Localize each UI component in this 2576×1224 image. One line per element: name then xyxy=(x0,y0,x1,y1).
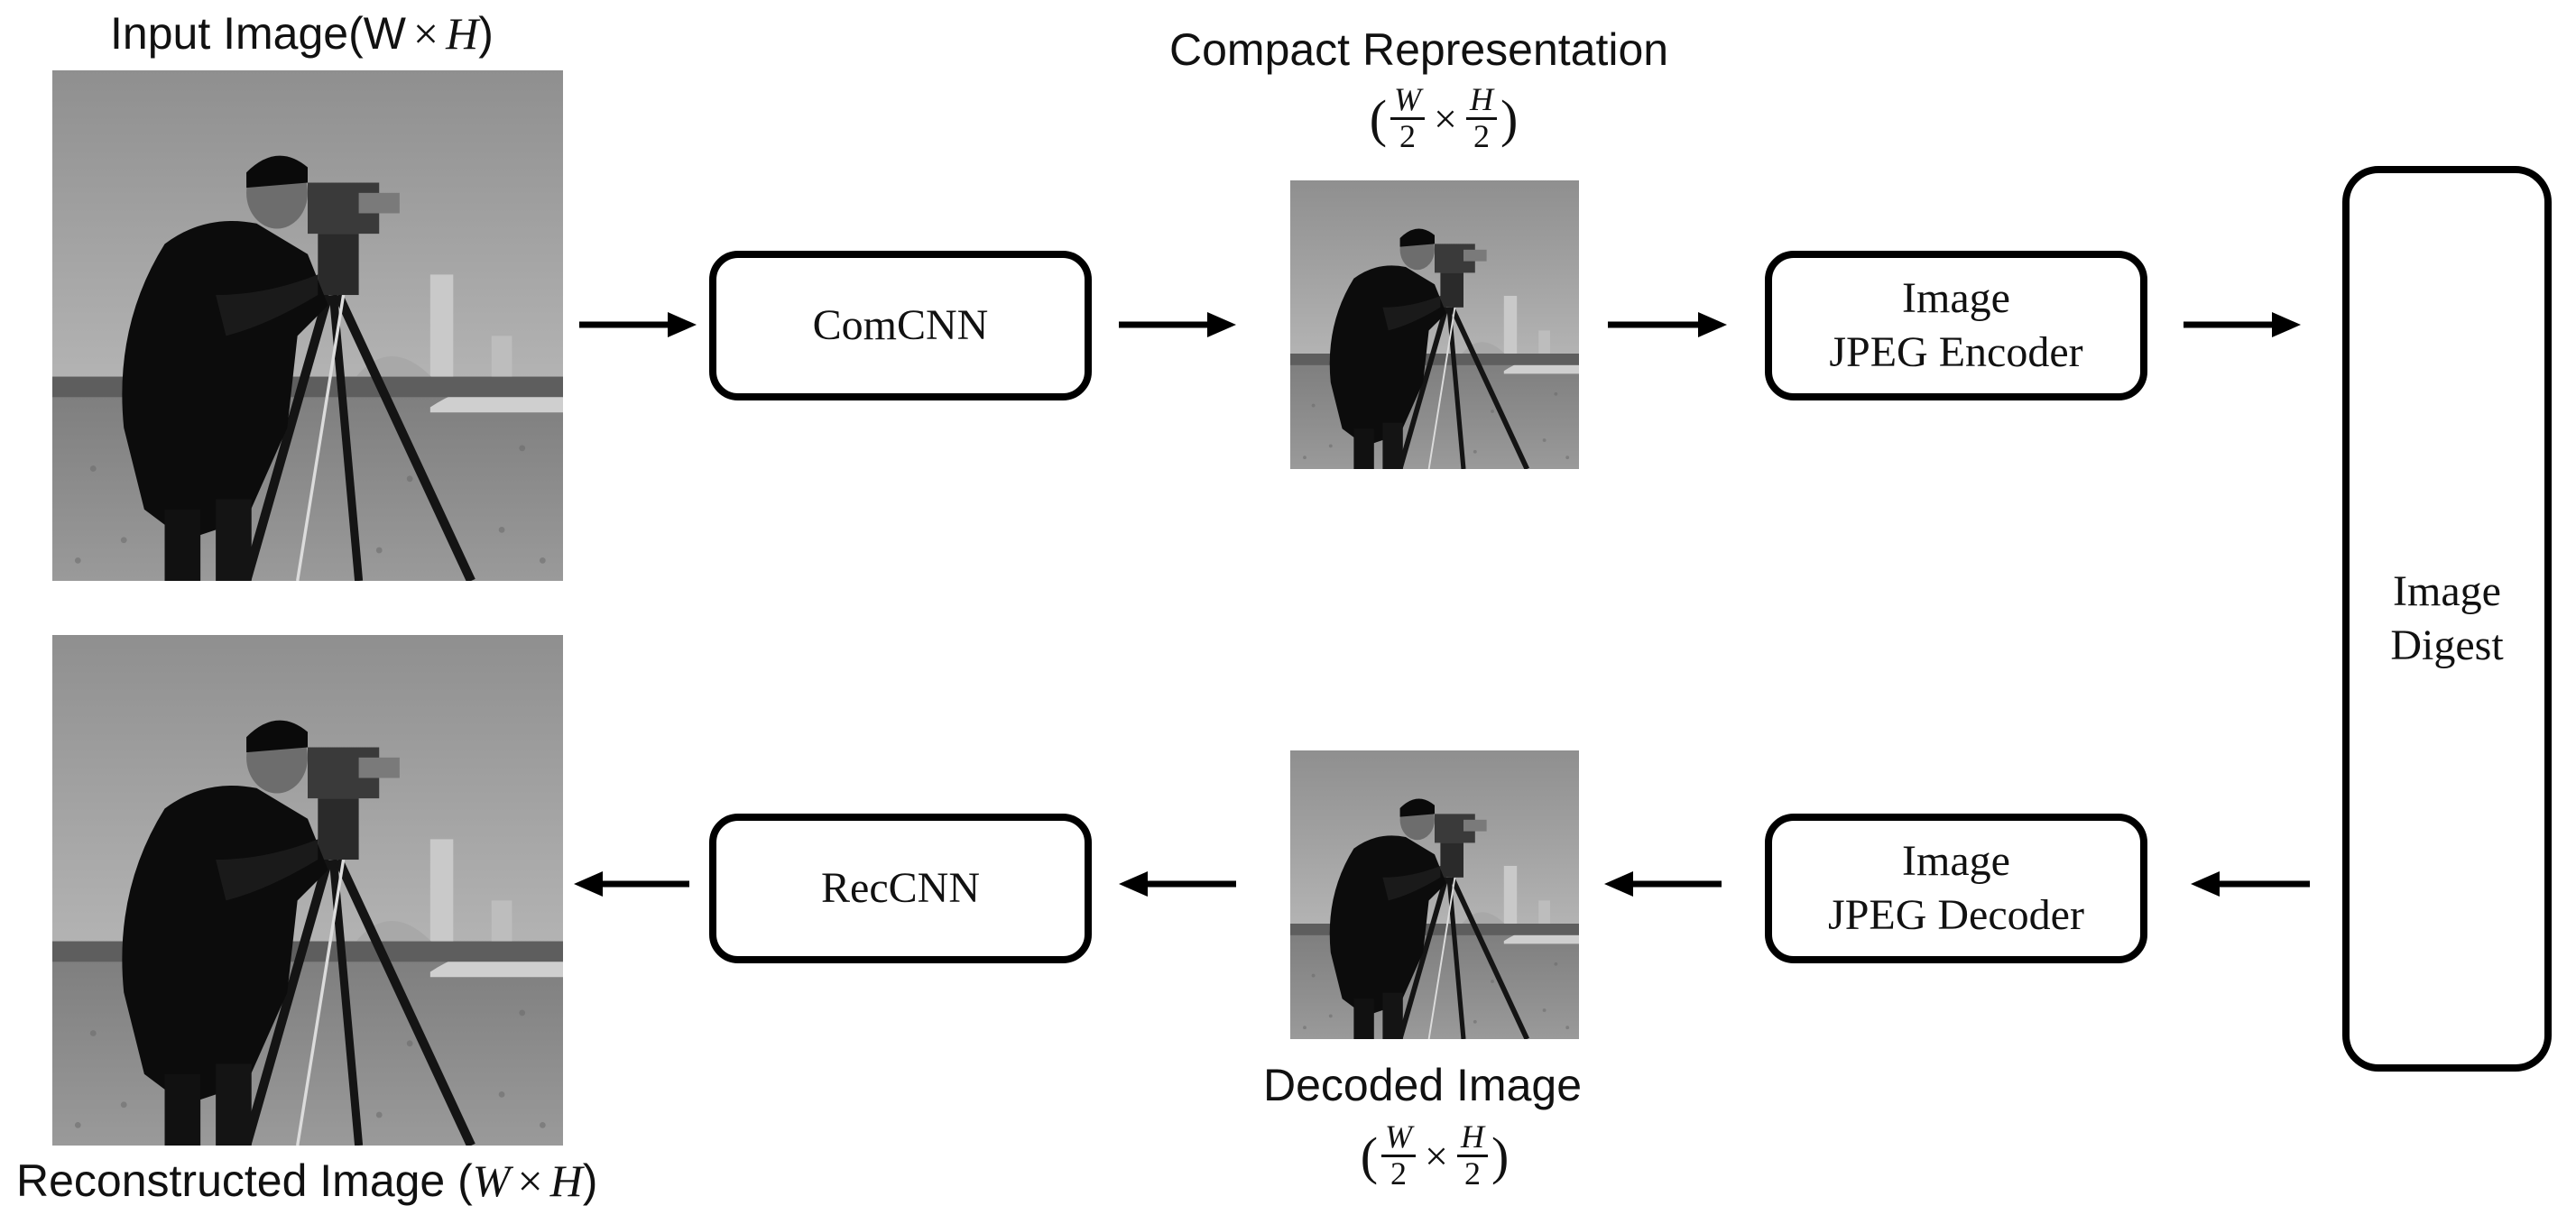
reconstructed-caption-w: W xyxy=(472,1155,511,1206)
reconstructed-image xyxy=(52,635,563,1146)
compact-representation-title: Compact Representation xyxy=(1169,27,1668,72)
comcnn-box: ComCNN xyxy=(709,251,1092,400)
decoded-image xyxy=(1290,750,1579,1039)
reconstructed-caption-prefix: Reconstructed Image ( xyxy=(16,1155,473,1206)
reconstructed-caption-suffix: ) xyxy=(582,1155,598,1206)
arrow-encoder-to-digest xyxy=(2184,312,2301,337)
reccnn-box: RecCNN xyxy=(709,814,1092,963)
arrow-digest-to-decoder xyxy=(2191,871,2310,897)
arrow-input-to-comcnn xyxy=(579,312,697,337)
compact-dim-close-paren: ) xyxy=(1500,88,1519,148)
reccnn-label: RecCNN xyxy=(821,864,980,912)
input-image-caption-h: H xyxy=(446,8,479,59)
reconstructed-caption-h: H xyxy=(549,1155,583,1206)
jpeg-encoder-label-line1: Image xyxy=(1902,274,2010,322)
jpeg-decoder-label-line2: JPEG Decoder xyxy=(1828,891,2084,939)
decoded-dim-close-paren: ) xyxy=(1491,1126,1510,1185)
decoded-image-title: Decoded Image xyxy=(1263,1063,1582,1108)
compact-representation-title-text: Compact Representation xyxy=(1169,24,1669,75)
image-digest-label-line2: Digest xyxy=(2390,621,2504,669)
input-image xyxy=(52,70,563,581)
image-digest-label-line1: Image xyxy=(2393,567,2501,615)
compact-dim-width-den: 2 xyxy=(1399,117,1417,154)
decoded-dim-open-paren: ( xyxy=(1360,1126,1379,1185)
arrow-decoded-to-reccnn xyxy=(1119,871,1236,897)
arrow-compact-to-encoder xyxy=(1608,312,1727,337)
compact-dim-open-paren: ( xyxy=(1369,88,1388,148)
jpeg-encoder-label-line2: JPEG Encoder xyxy=(1829,328,2083,376)
input-image-caption-suffix: ) xyxy=(478,8,494,59)
image-digest-box: Image Digest xyxy=(2342,166,2552,1072)
reconstructed-caption-times: × xyxy=(517,1155,543,1206)
decoded-dim-width-den: 2 xyxy=(1390,1155,1408,1192)
compact-dim-height-num: H xyxy=(1465,82,1497,120)
arrow-reccnn-to-reconstructed xyxy=(574,871,689,897)
arrow-comcnn-to-compact xyxy=(1119,312,1236,337)
compact-dim-times: × xyxy=(1434,95,1457,142)
comcnn-label: ComCNN xyxy=(812,301,989,349)
compact-dim-width-num: W xyxy=(1390,82,1426,120)
decoded-image-title-text: Decoded Image xyxy=(1263,1060,1583,1110)
decoded-dim-width-num: W xyxy=(1381,1119,1417,1157)
decoded-dim-height-num: H xyxy=(1456,1119,1488,1157)
input-image-caption: Input Image(W×H) xyxy=(110,11,494,56)
jpeg-decoder-box: Image JPEG Decoder xyxy=(1765,814,2147,963)
input-image-caption-prefix: Input Image( xyxy=(110,8,364,59)
input-image-caption-w: W xyxy=(363,8,406,59)
compact-representation-image xyxy=(1290,180,1579,469)
arrow-decoder-to-decoded xyxy=(1604,871,1722,897)
input-image-caption-times: × xyxy=(412,8,439,59)
reconstructed-image-caption: Reconstructed Image (W×H) xyxy=(16,1158,597,1203)
compact-dim-height-den: 2 xyxy=(1473,117,1490,154)
decoded-dim-height-den: 2 xyxy=(1463,1155,1481,1192)
jpeg-encoder-box: Image JPEG Encoder xyxy=(1765,251,2147,400)
jpeg-decoder-label-line1: Image xyxy=(1902,837,2010,885)
decoded-dim-times: × xyxy=(1425,1132,1448,1179)
